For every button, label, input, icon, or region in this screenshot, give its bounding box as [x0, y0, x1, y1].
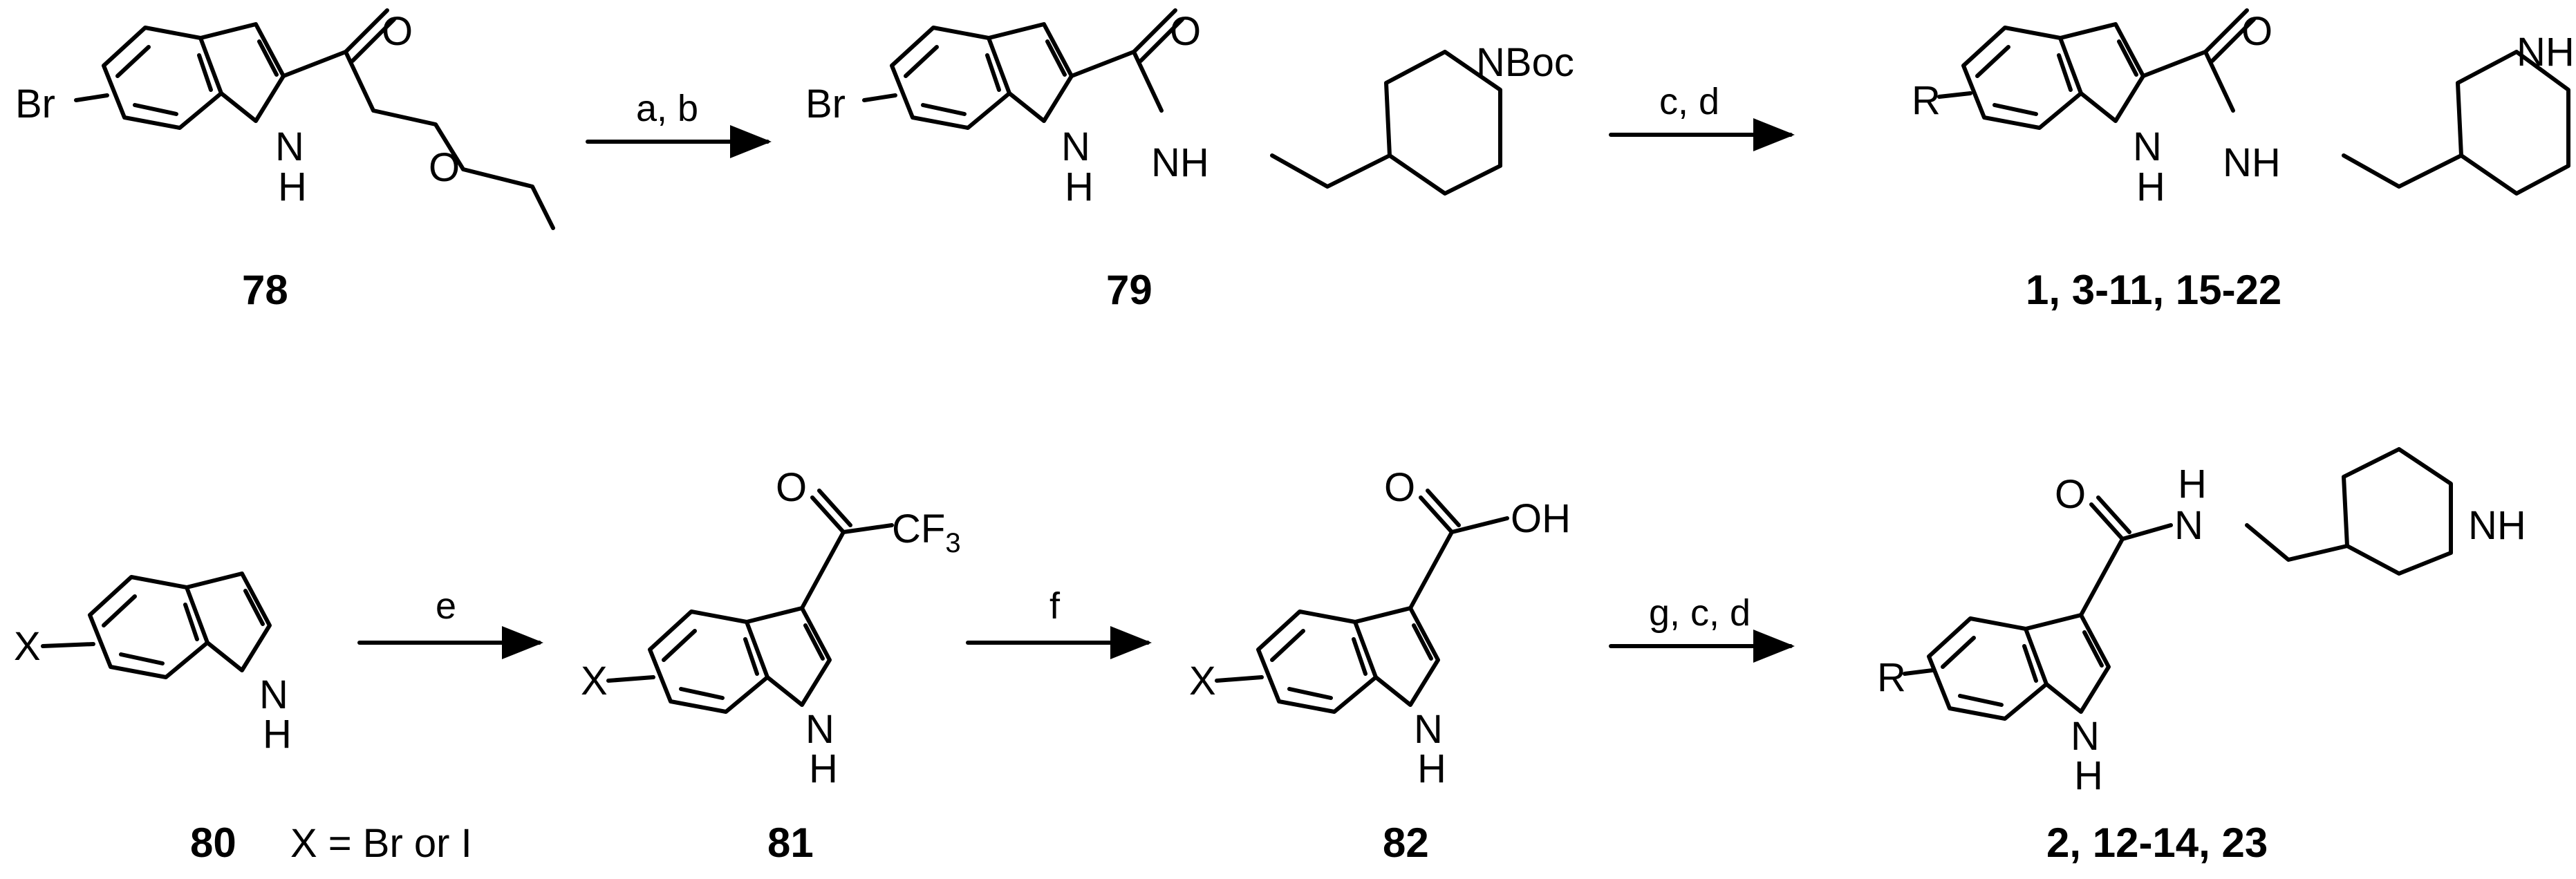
atom-nh-ring-2: NH — [2468, 503, 2526, 548]
atom-nboc-79: NBoc — [1476, 40, 1574, 85]
atom-o-2: O — [2055, 472, 2086, 517]
atom-h-1: H — [2136, 164, 2165, 209]
atom-nh-1: NH — [2223, 140, 2281, 185]
atom-h-78: H — [278, 164, 307, 209]
condition-gcd: g, c, d — [1649, 592, 1751, 634]
reaction-arrow-gcd: g, c, d — [1609, 592, 1795, 663]
atom-n-amide-2: N — [2174, 503, 2203, 548]
condition-f: f — [1049, 585, 1061, 627]
structure-78: Br N H O O 78 — [15, 8, 555, 313]
atom-cf3-81: CF3 — [892, 507, 961, 558]
structure-1: R N H O NH NH 1, 3-11, 15-22 — [1912, 8, 2575, 313]
atom-nh-ring-1: NH — [2517, 30, 2575, 75]
atom-h-81: H — [809, 746, 838, 791]
structure-80: X N H 80 X = Br or I — [14, 571, 472, 866]
atom-n-1: N — [2133, 124, 2162, 169]
atom-oh-82: OH — [1511, 496, 1571, 541]
atom-o-79: O — [1170, 9, 1201, 54]
atom-x-80: X — [14, 624, 41, 669]
reaction-arrow-ab: a, b — [586, 88, 772, 158]
structure-82: X N H O OH 82 — [1189, 465, 1571, 866]
atom-r-1: R — [1912, 78, 1941, 123]
atom-o-carbonyl-78: O — [382, 9, 413, 54]
atom-n-2: N — [2071, 714, 2100, 759]
atom-o-1: O — [2241, 9, 2272, 54]
atom-n-79: N — [1061, 124, 1090, 169]
atom-h-2: H — [2074, 753, 2103, 798]
atom-x-81: X — [581, 659, 608, 703]
reaction-arrow-e: e — [357, 585, 543, 659]
compound-label-78: 78 — [242, 267, 288, 313]
condition-cd: c, d — [1659, 81, 1719, 122]
condition-e: e — [436, 585, 456, 627]
atom-h-79: H — [1065, 164, 1094, 209]
atom-n-80: N — [259, 672, 288, 717]
atom-n-81: N — [805, 707, 834, 752]
atom-n-82: N — [1414, 707, 1443, 752]
atom-nh-79: NH — [1151, 140, 1209, 185]
atom-r-2: R — [1877, 655, 1906, 700]
structure-2: R N H O N H NH 2, 12-14, 23 — [1877, 447, 2526, 866]
atom-h-80: H — [263, 712, 292, 757]
atom-o-ester-78: O — [429, 145, 460, 190]
atom-n-78: N — [275, 124, 304, 169]
structure-81: X N H O CF3 81 — [581, 465, 961, 866]
compound-label-81: 81 — [767, 820, 814, 866]
atom-br-78: Br — [15, 82, 55, 126]
atom-h-82: H — [1417, 746, 1446, 791]
atom-br-79: Br — [805, 82, 846, 126]
compound-label-80: 80 — [190, 820, 236, 866]
reaction-arrow-cd: c, d — [1609, 81, 1795, 151]
compound-label-2: 2, 12-14, 23 — [2046, 820, 2268, 866]
atom-x-82: X — [1189, 659, 1216, 703]
compound-label-82: 82 — [1383, 820, 1429, 866]
condition-ab: a, b — [636, 88, 698, 129]
atom-o-82: O — [1384, 465, 1415, 510]
compound-label-1: 1, 3-11, 15-22 — [2026, 267, 2281, 313]
atom-o-81: O — [776, 465, 807, 510]
structure-79: Br N H O NH NBoc 79 — [805, 8, 1574, 313]
compound-label-79: 79 — [1106, 267, 1152, 313]
reaction-arrow-f: f — [966, 585, 1152, 659]
atom-h-amide-2: H — [2178, 462, 2207, 507]
note-x-definition: X = Br or I — [290, 821, 472, 866]
